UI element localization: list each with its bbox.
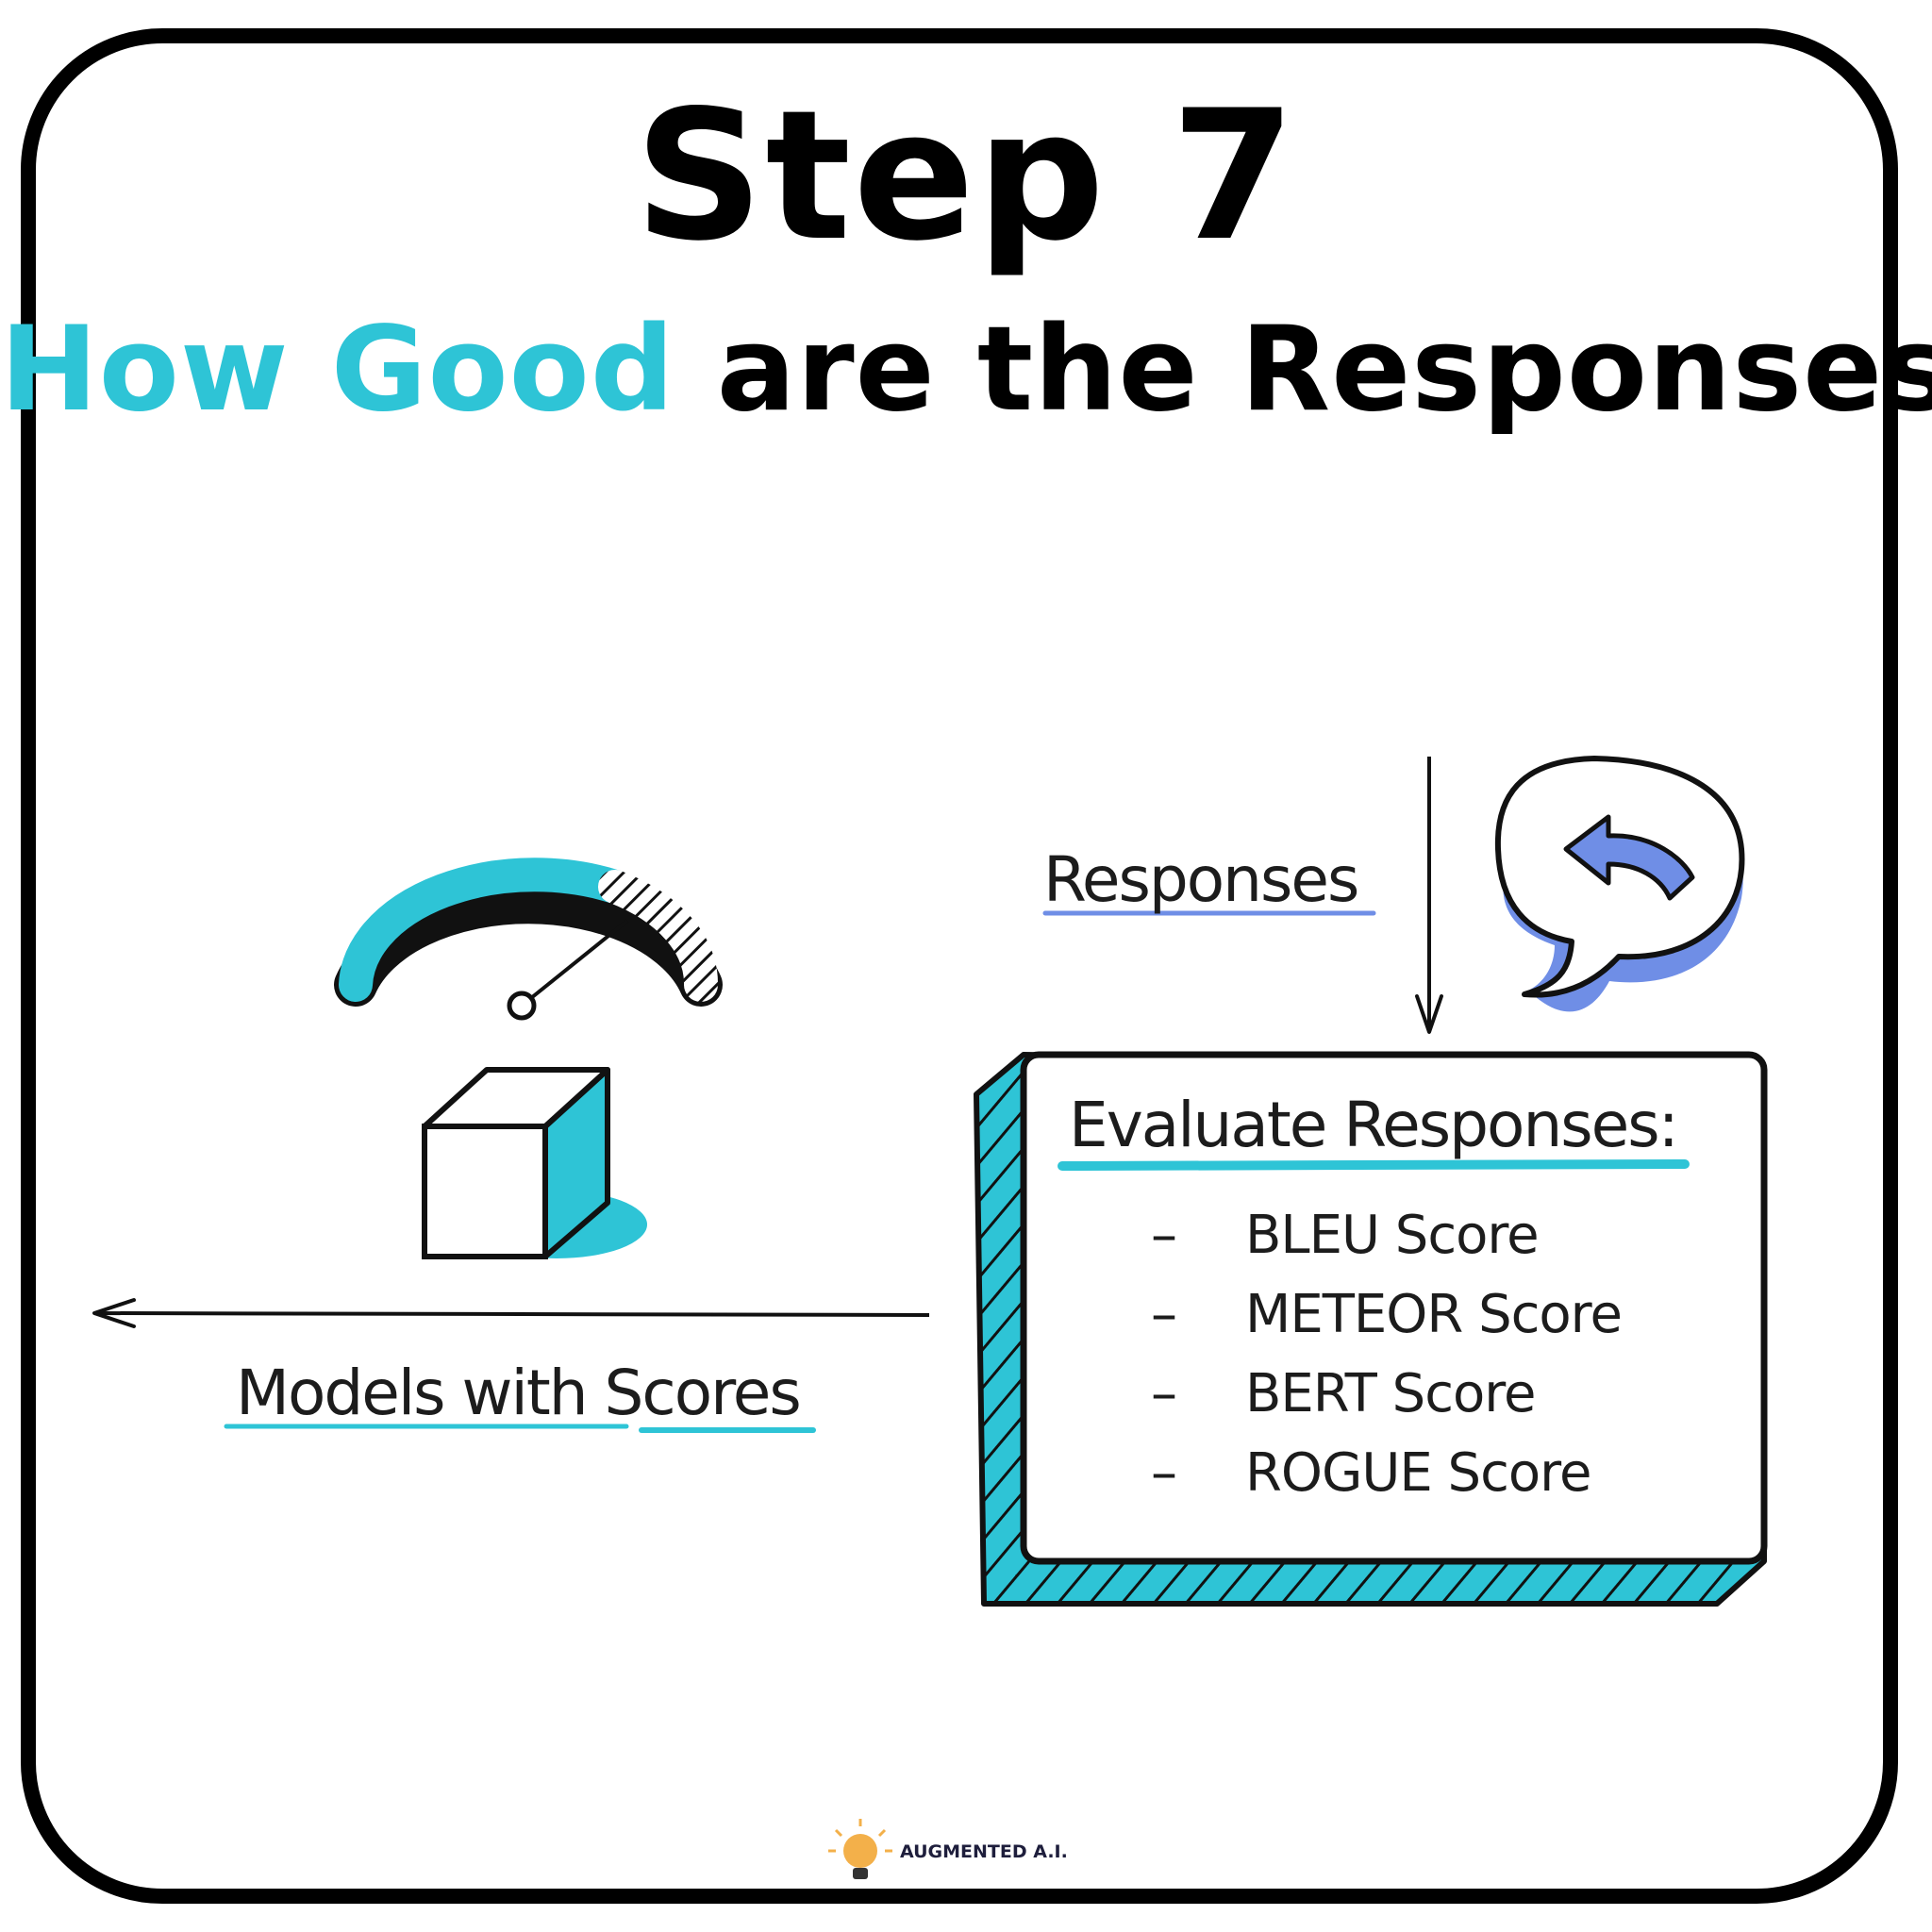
metric-dash: – bbox=[1151, 1205, 1177, 1266]
gauge-pivot bbox=[507, 991, 537, 1021]
metric-item: – METEOR Score bbox=[1151, 1284, 1623, 1368]
output-arrow bbox=[92, 1298, 930, 1328]
metric-dash: – bbox=[1151, 1442, 1177, 1504]
input-arrow bbox=[1415, 757, 1443, 1034]
metric-label: ROGUE Score bbox=[1245, 1442, 1591, 1504]
evaluation-box bbox=[974, 1051, 1768, 1607]
question-rest: are the Responses? bbox=[716, 302, 1932, 438]
metric-dash: – bbox=[1151, 1284, 1177, 1345]
metric-list: –BLEU Score –METEOR Score –BERT Score –R… bbox=[1151, 1209, 1623, 1526]
evaluation-heading-underline bbox=[1058, 1159, 1690, 1171]
responses-label: Responses bbox=[1043, 843, 1359, 916]
metric-label: BERT Score bbox=[1245, 1363, 1536, 1424]
gauge-fill-teal bbox=[339, 858, 632, 1002]
metric-item: –BLEU Score bbox=[1151, 1209, 1622, 1289]
evaluation-box-face bbox=[1020, 1051, 1768, 1565]
models-underline bbox=[224, 1424, 816, 1433]
models-with-scores-label: Models with Scores bbox=[236, 1357, 802, 1429]
metric-label: METEOR Score bbox=[1245, 1284, 1623, 1345]
speech-bubble-icon bbox=[1494, 756, 1745, 1012]
evaluate-responses-heading: Evaluate Responses: bbox=[1069, 1089, 1679, 1161]
gauge-needle bbox=[520, 919, 629, 1008]
lightbulb-icon bbox=[828, 1819, 892, 1879]
cube-icon bbox=[422, 1067, 647, 1259]
rounded-frame bbox=[21, 28, 1898, 1904]
reply-arrow-icon bbox=[1563, 814, 1695, 901]
metric-item: –ROGUE Score bbox=[1151, 1447, 1622, 1526]
metric-dash: – bbox=[1151, 1363, 1177, 1424]
speech-bubble-outline bbox=[1494, 756, 1745, 998]
brand-logo: AUGMENTED A.I. bbox=[828, 1811, 1074, 1887]
cube-front bbox=[422, 1124, 548, 1259]
gauge-fill-hatched bbox=[598, 870, 718, 1002]
step-title: Step 7 bbox=[634, 72, 1298, 280]
question-heading: How Good are the Responses? bbox=[0, 311, 1932, 428]
metric-item: –BERT Score bbox=[1151, 1368, 1622, 1447]
question-accent: How Good bbox=[0, 302, 675, 438]
gauge-icon bbox=[334, 858, 723, 1021]
brand-logo-text: AUGMENTED A.I. bbox=[900, 1841, 1068, 1862]
metric-label: BLEU Score bbox=[1245, 1205, 1540, 1266]
